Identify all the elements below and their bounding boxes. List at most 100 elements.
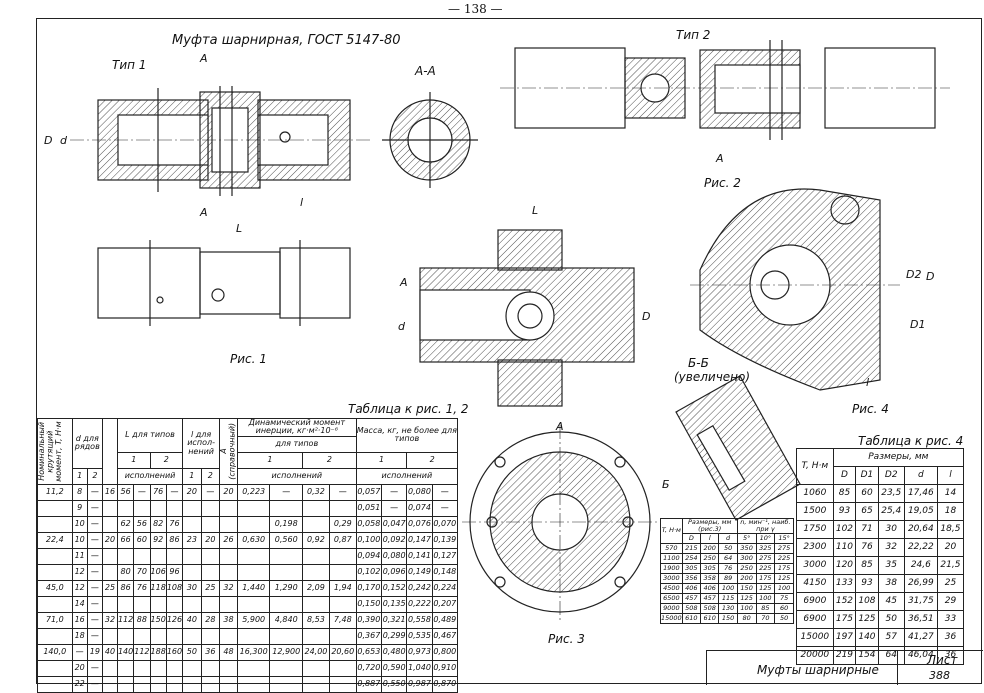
dim-D-type1: D xyxy=(44,134,53,147)
table-cell: 152 xyxy=(832,592,857,611)
dim-L-type1: L xyxy=(236,222,243,235)
table-cell: 125 xyxy=(855,610,879,629)
table-cell: 85 xyxy=(832,484,857,503)
table-cell: 9 xyxy=(71,499,88,517)
table-cell: 89 xyxy=(718,572,738,584)
table-cell xyxy=(269,675,304,693)
table-cell: 125 xyxy=(774,572,794,584)
table-cell: 120 xyxy=(832,556,857,575)
table-cell: 0,149 xyxy=(406,563,433,581)
fig4-caption: Рис. 4 xyxy=(852,402,889,416)
table-cell: 0,321 xyxy=(381,611,408,629)
table-cell xyxy=(37,563,73,581)
title-block-title: Муфты шарнирные xyxy=(757,663,879,677)
table-cell xyxy=(149,675,167,693)
table-cell: 358 xyxy=(700,572,720,584)
table-cell: 36,51 xyxy=(903,610,938,629)
table-cell xyxy=(37,595,73,613)
table-cell: 8 xyxy=(71,483,88,501)
table-cell xyxy=(219,675,238,693)
table-cell: 20 xyxy=(200,531,221,549)
table-cell: 150 xyxy=(149,611,167,629)
table-cell: 150 xyxy=(736,582,757,594)
table-cell: 16 xyxy=(71,611,88,629)
table-cell: 50 xyxy=(877,610,905,629)
table-cell: 11 xyxy=(71,547,88,565)
table-cell: 80 xyxy=(736,612,757,624)
table-cell: 0,127 xyxy=(431,547,459,565)
table-cell: 2,09 xyxy=(302,579,330,597)
table-cell: 0,222 xyxy=(406,595,433,613)
table-cell: 66 xyxy=(116,531,135,549)
table-cell: 60 xyxy=(774,602,794,614)
table-cell xyxy=(269,627,304,645)
table-cell: 30 xyxy=(182,579,202,597)
table-cell: 610 xyxy=(681,612,702,624)
table-cell: 133 xyxy=(832,574,857,593)
table-cell: — xyxy=(86,563,103,581)
table-cell: 93 xyxy=(855,574,879,593)
table-cell: 0,147 xyxy=(406,531,433,549)
t1-header-d: d для рядов xyxy=(71,418,103,469)
table-cell: 4,840 xyxy=(269,611,304,629)
table-cell xyxy=(328,547,357,565)
table-cell: 112 xyxy=(116,611,135,629)
t1-header-moment: Номинальный крутящий момент, T, Н·м xyxy=(37,421,63,482)
table-cell: 21,5 xyxy=(936,556,965,575)
table-cell: 3000 xyxy=(660,572,683,584)
table-cell: 0,139 xyxy=(431,531,459,549)
table-cell: 17,46 xyxy=(903,484,938,503)
table-cell: 250 xyxy=(700,552,720,564)
cut-label-a-top: A xyxy=(200,52,208,65)
table-cell: 15000 xyxy=(660,612,683,624)
table-cell: 88 xyxy=(133,611,151,629)
t1-header-l: l для испол-нений xyxy=(182,418,221,469)
table-cell: 140 xyxy=(116,643,135,661)
t3-col-10: 10° xyxy=(755,532,776,544)
table-cell: 26 xyxy=(219,531,238,549)
table-cell: 31,75 xyxy=(903,592,938,611)
dim-D-center: D xyxy=(642,310,651,323)
table-cell: 40 xyxy=(182,611,202,629)
t3-header-sizes: Размеры, мм (рис.3) xyxy=(681,518,738,534)
table-cell: 96 xyxy=(165,563,184,581)
table-cell xyxy=(165,595,184,613)
table-cell: 56 xyxy=(116,483,135,501)
table-cell xyxy=(37,659,73,677)
table-cell: 0,720 xyxy=(355,659,383,677)
t1-h-l1: 1 xyxy=(182,467,202,485)
table-cell: — xyxy=(381,499,408,517)
table-cell: 0,047 xyxy=(381,515,408,533)
t1-h-d2: 2 xyxy=(86,467,103,485)
table-cell: 325 xyxy=(755,542,776,554)
table-cell: — xyxy=(431,499,459,517)
table-cell: 26,99 xyxy=(903,574,938,593)
table-cell: 24,6 xyxy=(903,556,938,575)
table-cell: 85 xyxy=(755,602,776,614)
table-cell: — xyxy=(269,483,304,501)
table-cell: 250 xyxy=(736,562,757,574)
table-cell xyxy=(133,547,151,565)
table-cell xyxy=(165,675,184,693)
table-cell: 140,0 xyxy=(37,643,73,661)
table-cell: 275 xyxy=(774,542,794,554)
dim-l-fig4: l xyxy=(866,376,870,389)
table-cell: 0,870 xyxy=(431,675,459,693)
table-cell: 19,05 xyxy=(903,502,938,521)
table-cell: 0,887 xyxy=(355,675,383,693)
fig3-label-b: Б xyxy=(662,478,670,491)
table-cell xyxy=(133,595,151,613)
t4-col-D1: D1 xyxy=(855,466,879,485)
table-cell: 30 xyxy=(877,520,905,539)
table-cell: 18 xyxy=(71,627,88,645)
dim-L-center: L xyxy=(532,204,539,217)
table-cell: 86 xyxy=(165,531,184,549)
table-cell xyxy=(236,627,271,645)
